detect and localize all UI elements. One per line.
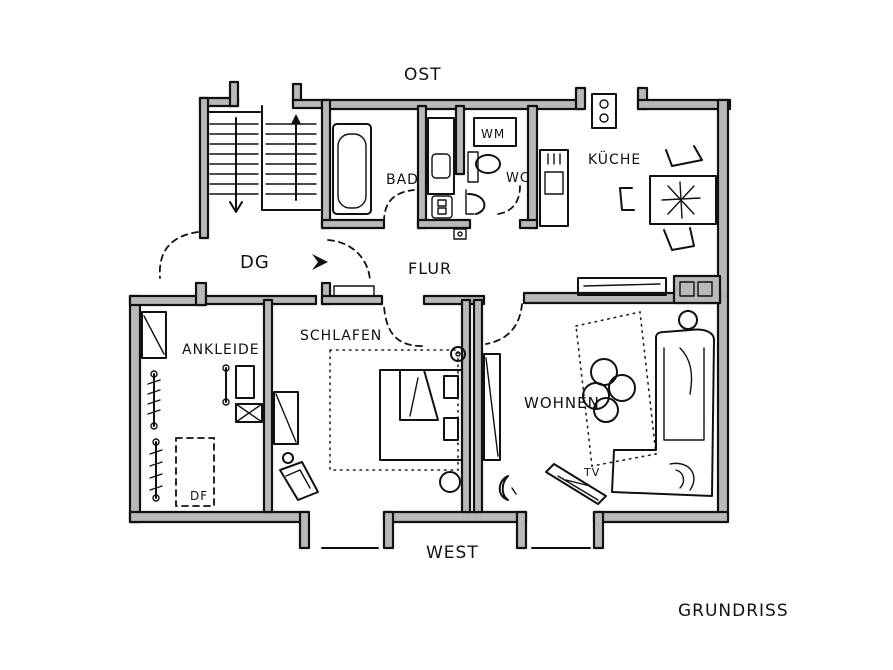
inner-walls — [204, 98, 722, 514]
hallway — [333, 285, 523, 347]
label-df: DF — [190, 489, 208, 503]
bathroom — [332, 117, 467, 240]
caption-grundriss: GRUNDRISS — [678, 601, 789, 621]
label-wohnen: WOHNEN — [524, 394, 600, 412]
living-room — [483, 310, 715, 505]
label-ankleide: ANKLEIDE — [182, 342, 260, 358]
label-tv: TV — [583, 466, 600, 479]
label-schlafen: SCHLAFEN — [300, 328, 382, 344]
label-bad: BAD — [386, 172, 419, 188]
label-wm: WM — [481, 127, 505, 141]
label-west: WEST — [426, 543, 479, 563]
label-ost: OST — [404, 65, 442, 85]
label-flur: FLUR — [408, 259, 452, 278]
bedroom — [279, 346, 517, 501]
label-wc: WC — [506, 171, 530, 186]
kitchen — [539, 93, 717, 297]
outer-walls — [128, 80, 732, 550]
staircase — [158, 105, 371, 281]
labels: OST WEST BAD WC WM KÜCHE DG FLUR ANKLEID… — [182, 65, 789, 621]
dressing-room — [141, 311, 299, 507]
label-kueche: KÜCHE — [588, 150, 641, 168]
label-dg: DG — [240, 252, 270, 273]
wc-room — [465, 117, 521, 215]
